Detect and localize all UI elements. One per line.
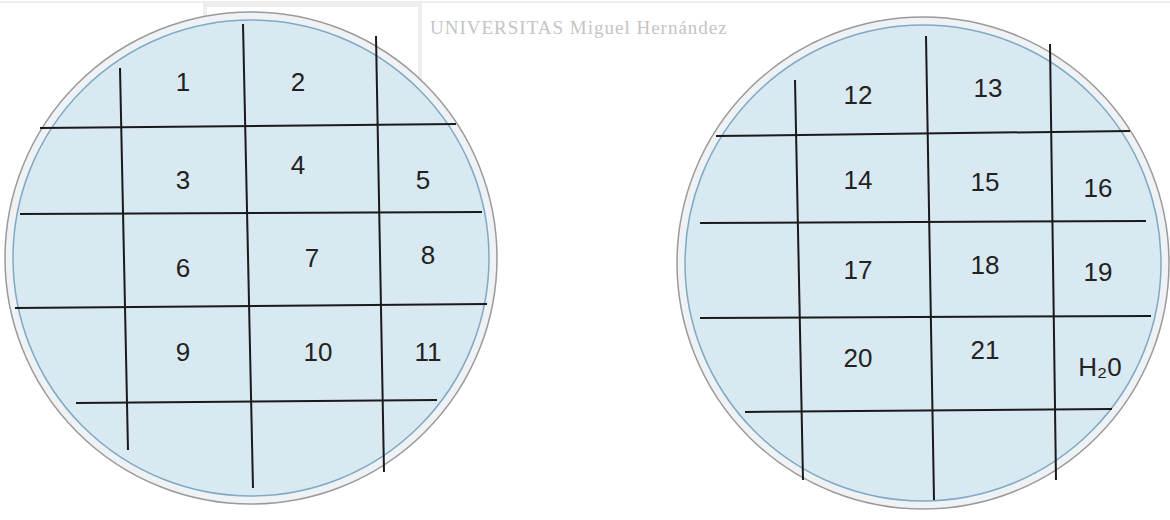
watermark: UNIVERSITAS Miguel Hernández [430,18,728,37]
well-number: H₂0 [1078,354,1121,380]
dish-agar [13,20,489,496]
left-dish [5,12,497,504]
well-number: 19 [1084,259,1113,285]
well-number: 5 [416,167,430,193]
well-number: 6 [176,255,190,281]
well-number: 11 [415,339,442,365]
well-number: 3 [176,167,190,193]
well-number: 10 [304,339,333,365]
well-number: 2 [291,69,305,95]
well-number: 17 [844,257,873,283]
dish-rim [677,17,1169,509]
well-number: 12 [844,82,873,108]
well-number: 4 [291,152,305,178]
dish-rim [5,12,497,504]
well-number: 21 [971,337,1000,363]
right-dish [677,17,1169,509]
well-number: 18 [971,252,1000,278]
top-rule [0,2,1170,3]
well-number: 9 [176,339,190,365]
well-number: 1 [176,69,190,95]
well-number: 13 [974,75,1003,101]
grid-lines [700,36,1151,500]
well-number: 16 [1084,175,1113,201]
well-number: 7 [305,245,319,271]
well-number: 14 [844,167,873,193]
well-number: 8 [421,242,435,268]
well-number: 20 [844,345,873,371]
well-number: 15 [971,169,1000,195]
dish-agar [685,25,1161,501]
grid-lines [15,24,487,488]
